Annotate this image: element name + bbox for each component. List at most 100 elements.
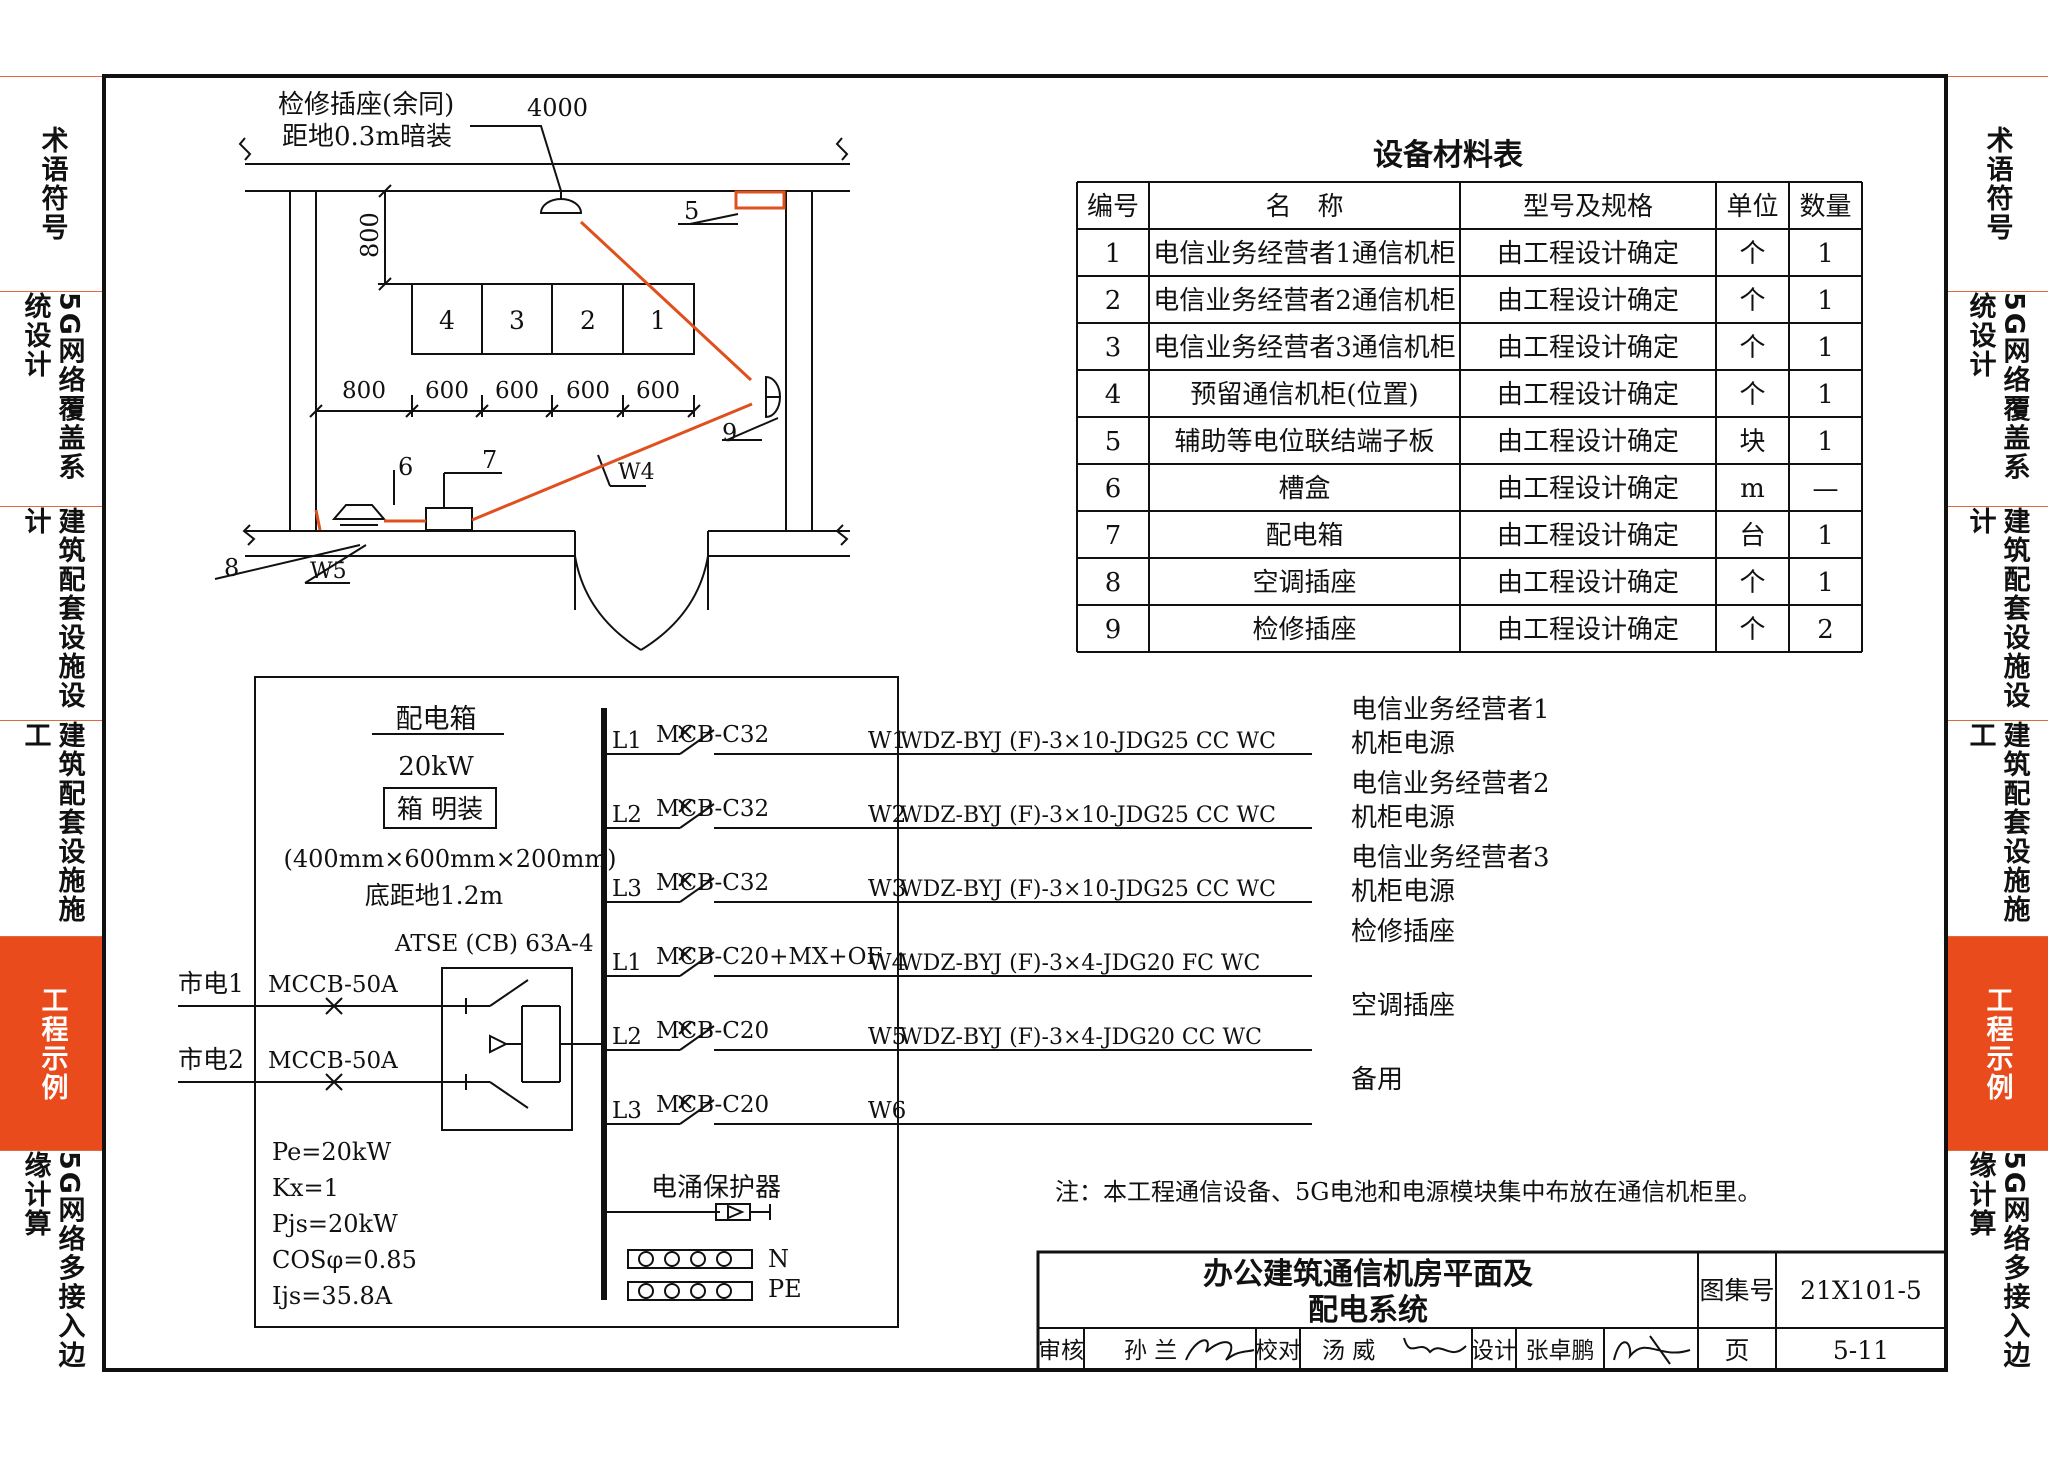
circuit-breaker: MCB-C32 [656, 870, 769, 896]
check-label: 校对 [1255, 1338, 1301, 1364]
table-header-3: 单位 [1726, 192, 1778, 222]
sidebar-tab-label: 术语符号 [36, 126, 68, 242]
circuit-id: W5 [868, 1024, 906, 1050]
table-cell-r8-c3: 个 [1739, 568, 1765, 598]
table-cell-r2-c0: 2 [1105, 286, 1122, 316]
sidebar-tab-2[interactable]: 5G网络覆盖系统设计 [0, 291, 103, 506]
sidebar-tab-2[interactable]: 5G网络覆盖系统设计 [1945, 291, 2048, 506]
dim-600-a: 600 [425, 378, 469, 404]
table-cell-r4-c1: 预留通信机柜(位置) [1190, 380, 1418, 410]
table-header-0: 编号 [1087, 192, 1139, 222]
callout-5: 5 [684, 197, 699, 225]
table-cell-r6-c3: m [1740, 474, 1765, 504]
sidebar-tab-6[interactable]: 5G网络多接入边缘计算 [0, 1150, 103, 1377]
table-cell-r3-c4: 1 [1817, 333, 1834, 363]
circuit-phase: L2 [612, 802, 642, 828]
circuit-load: 电信业务经营者1 [1351, 695, 1550, 725]
circuit-cable: WDZ-BYJ (F)-3×10-JDG25 CC WC [900, 877, 1276, 902]
input-1-breaker: MCCB-50A [268, 972, 398, 998]
atlas-number: 21X101-5 [1800, 1276, 1922, 1305]
param-pe: Pe=20kW [272, 1138, 391, 1166]
table-cell-r1-c2: 由工程设计确定 [1497, 239, 1679, 269]
title-block: 办公建筑通信机房平面及 配电系统 图集号 21X101-5 页 5-11 审核 … [1036, 1250, 1948, 1372]
spd-label: 电涌保护器 [651, 1173, 781, 1203]
sidebar-tab-3[interactable]: 建筑配套设施设计 [1945, 506, 2048, 720]
param-pjs: Pjs=20kW [272, 1210, 398, 1238]
table-cell-r2-c4: 1 [1817, 286, 1834, 316]
sidebar-tab-1[interactable]: 术语符号 [0, 76, 103, 291]
circuit-id: W6 [868, 1098, 906, 1124]
table-cell-r8-c0: 8 [1105, 568, 1122, 598]
table-title: 设备材料表 [1373, 138, 1523, 173]
dim-600-d: 600 [636, 378, 680, 404]
sidebar-tab-5[interactable]: 工程示例 [1945, 936, 2048, 1150]
page-number: 5-11 [1833, 1336, 1889, 1365]
sidebar-tab-5[interactable]: 工程示例 [0, 936, 103, 1150]
table-cell-r3-c3: 个 [1739, 333, 1765, 363]
table-cell-r5-c4: 1 [1817, 427, 1834, 457]
checker: 汤 威 [1322, 1338, 1375, 1364]
table-header-2: 型号及规格 [1523, 192, 1653, 222]
table-cell-r2-c1: 电信业务经营者2通信机柜 [1153, 286, 1456, 316]
table-cell-r3-c1: 电信业务经营者3通信机柜 [1153, 333, 1456, 363]
callout-9: 9 [722, 419, 737, 447]
table-cell-r4-c3: 个 [1739, 380, 1765, 410]
param-ijs: Ijs=35.8A [272, 1282, 393, 1310]
circuit-phase: L2 [612, 1024, 642, 1050]
circuit-load: 空调插座 [1351, 991, 1455, 1021]
circuit-load-2: 机柜电源 [1351, 803, 1455, 833]
page-label: 页 [1724, 1336, 1749, 1365]
sheet-frame [102, 74, 1948, 1372]
dim-total: 4000 [527, 94, 588, 122]
table-cell-r9-c4: 2 [1817, 615, 1834, 645]
callout-6: 6 [398, 453, 413, 481]
box-height: 底距地1.2m [365, 881, 504, 910]
input-1-source: 市电1 [178, 969, 244, 998]
sidebar-tab-label: 建筑配套设施设计 [19, 507, 85, 710]
dim-800: 800 [342, 378, 386, 404]
table-cell-r5-c0: 5 [1105, 427, 1122, 457]
circuit-cable: WDZ-BYJ (F)-3×10-JDG25 CC WC [900, 729, 1276, 754]
sidebar-tab-1[interactable]: 术语符号 [1945, 76, 2048, 291]
table-cell-r9-c1: 检修插座 [1252, 615, 1356, 645]
circuit-cable: WDZ-BYJ (F)-3×10-JDG25 CC WC [900, 803, 1276, 828]
circuit-breaker: MCB-C32 [656, 796, 769, 822]
table-cell-r4-c4: 1 [1817, 380, 1834, 410]
sidebar-tab-label: 5G网络多接入边缘计算 [1964, 1151, 2030, 1370]
table-cell-r5-c2: 由工程设计确定 [1497, 427, 1679, 457]
table-cell-r4-c0: 4 [1105, 380, 1122, 410]
box-title: 配电箱 [396, 704, 477, 735]
table-cell-r6-c4: — [1813, 474, 1839, 504]
sidebar-tab-4[interactable]: 建筑配套设施施工 [0, 720, 103, 936]
n-bar [627, 1249, 753, 1269]
n-label: N [768, 1245, 789, 1273]
circuit-load: 电信业务经营者3 [1351, 843, 1550, 873]
sidebar-tab-label: 5G网络覆盖系统设计 [19, 292, 85, 482]
circuit-load-2: 机柜电源 [1351, 877, 1455, 907]
sidebar-tab-4[interactable]: 建筑配套设施施工 [1945, 720, 2048, 936]
circuit-id: W1 [868, 728, 906, 754]
table-cell-r1-c0: 1 [1105, 239, 1122, 269]
table-cell-r7-c2: 由工程设计确定 [1497, 521, 1679, 551]
circuit-load: 电信业务经营者2 [1351, 769, 1550, 799]
mount-box [383, 787, 497, 829]
sidebar-tab-3[interactable]: 建筑配套设施设计 [0, 506, 103, 720]
callout-8: 8 [224, 554, 239, 582]
circuit-id: W3 [868, 876, 906, 902]
circuit-phase: L1 [612, 728, 642, 754]
box-mount: 箱 明装 [397, 795, 483, 825]
table-cell-r8-c2: 由工程设计确定 [1497, 568, 1679, 598]
table-cell-r2-c3: 个 [1739, 286, 1765, 316]
sidebar-tab-6[interactable]: 5G网络多接入边缘计算 [1945, 1150, 2048, 1377]
table-cell-r6-c0: 6 [1105, 474, 1122, 504]
ats-model: ATSE (CB) 63A-4 [394, 931, 594, 957]
table-cell-r9-c3: 个 [1739, 615, 1765, 645]
plan-labels: 检修插座(余同) 距地0.3m暗装 4000 800 4 3 2 1 800 6… [224, 90, 737, 584]
dim-600-b: 600 [495, 378, 539, 404]
socket-note-line2: 距地0.3m暗装 [282, 122, 452, 152]
